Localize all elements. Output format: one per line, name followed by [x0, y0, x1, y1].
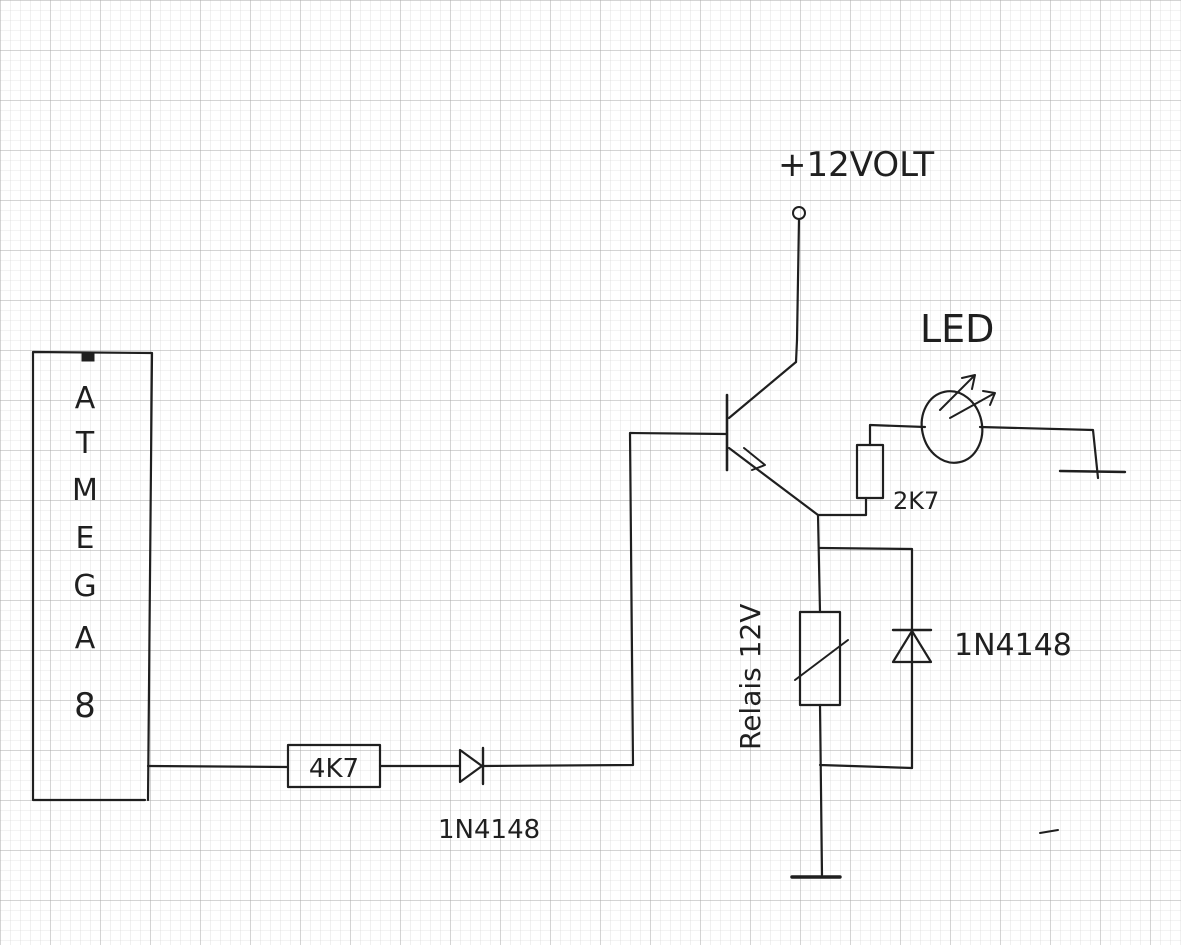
led-resistor-label: 2K7 — [893, 487, 939, 515]
base-resistor-label: 4K7 — [309, 754, 359, 784]
led-ground-symbol — [1058, 469, 1127, 474]
supply-label: +12VOLT — [778, 145, 934, 185]
ic-letter: A — [75, 381, 96, 416]
relay-coil: Relais 12V — [734, 604, 849, 750]
supply-terminal: +12VOLT — [778, 145, 934, 364]
paper-speck — [1039, 829, 1059, 834]
ic-letter: A — [75, 621, 96, 656]
ic-letter: T — [75, 426, 95, 461]
relay-label: Relais 12V — [734, 604, 767, 750]
ic-letter: G — [73, 569, 96, 604]
npn-transistor — [725, 360, 820, 517]
wire-relay-to-ground — [818, 703, 914, 877]
microcontroller-chip: A T M E G A 8 — [31, 350, 154, 802]
wire-to-transistor-base — [481, 431, 729, 768]
ic-letter: E — [76, 521, 95, 556]
led-label: LED — [920, 307, 994, 351]
led: LED — [920, 307, 1127, 480]
ic-letter: M — [72, 473, 98, 508]
flyback-diode: 1N4148 — [891, 618, 1072, 770]
flyback-diode-label: 1N4148 — [954, 628, 1072, 663]
led-resistor: 2K7 — [855, 423, 939, 515]
wire-chip-to-resistor — [146, 764, 290, 769]
ic-letter: 8 — [74, 686, 96, 726]
base-diode-label: 1N4148 — [438, 815, 540, 845]
pin1-marker — [81, 352, 95, 362]
wire-emitter-node — [816, 496, 914, 622]
